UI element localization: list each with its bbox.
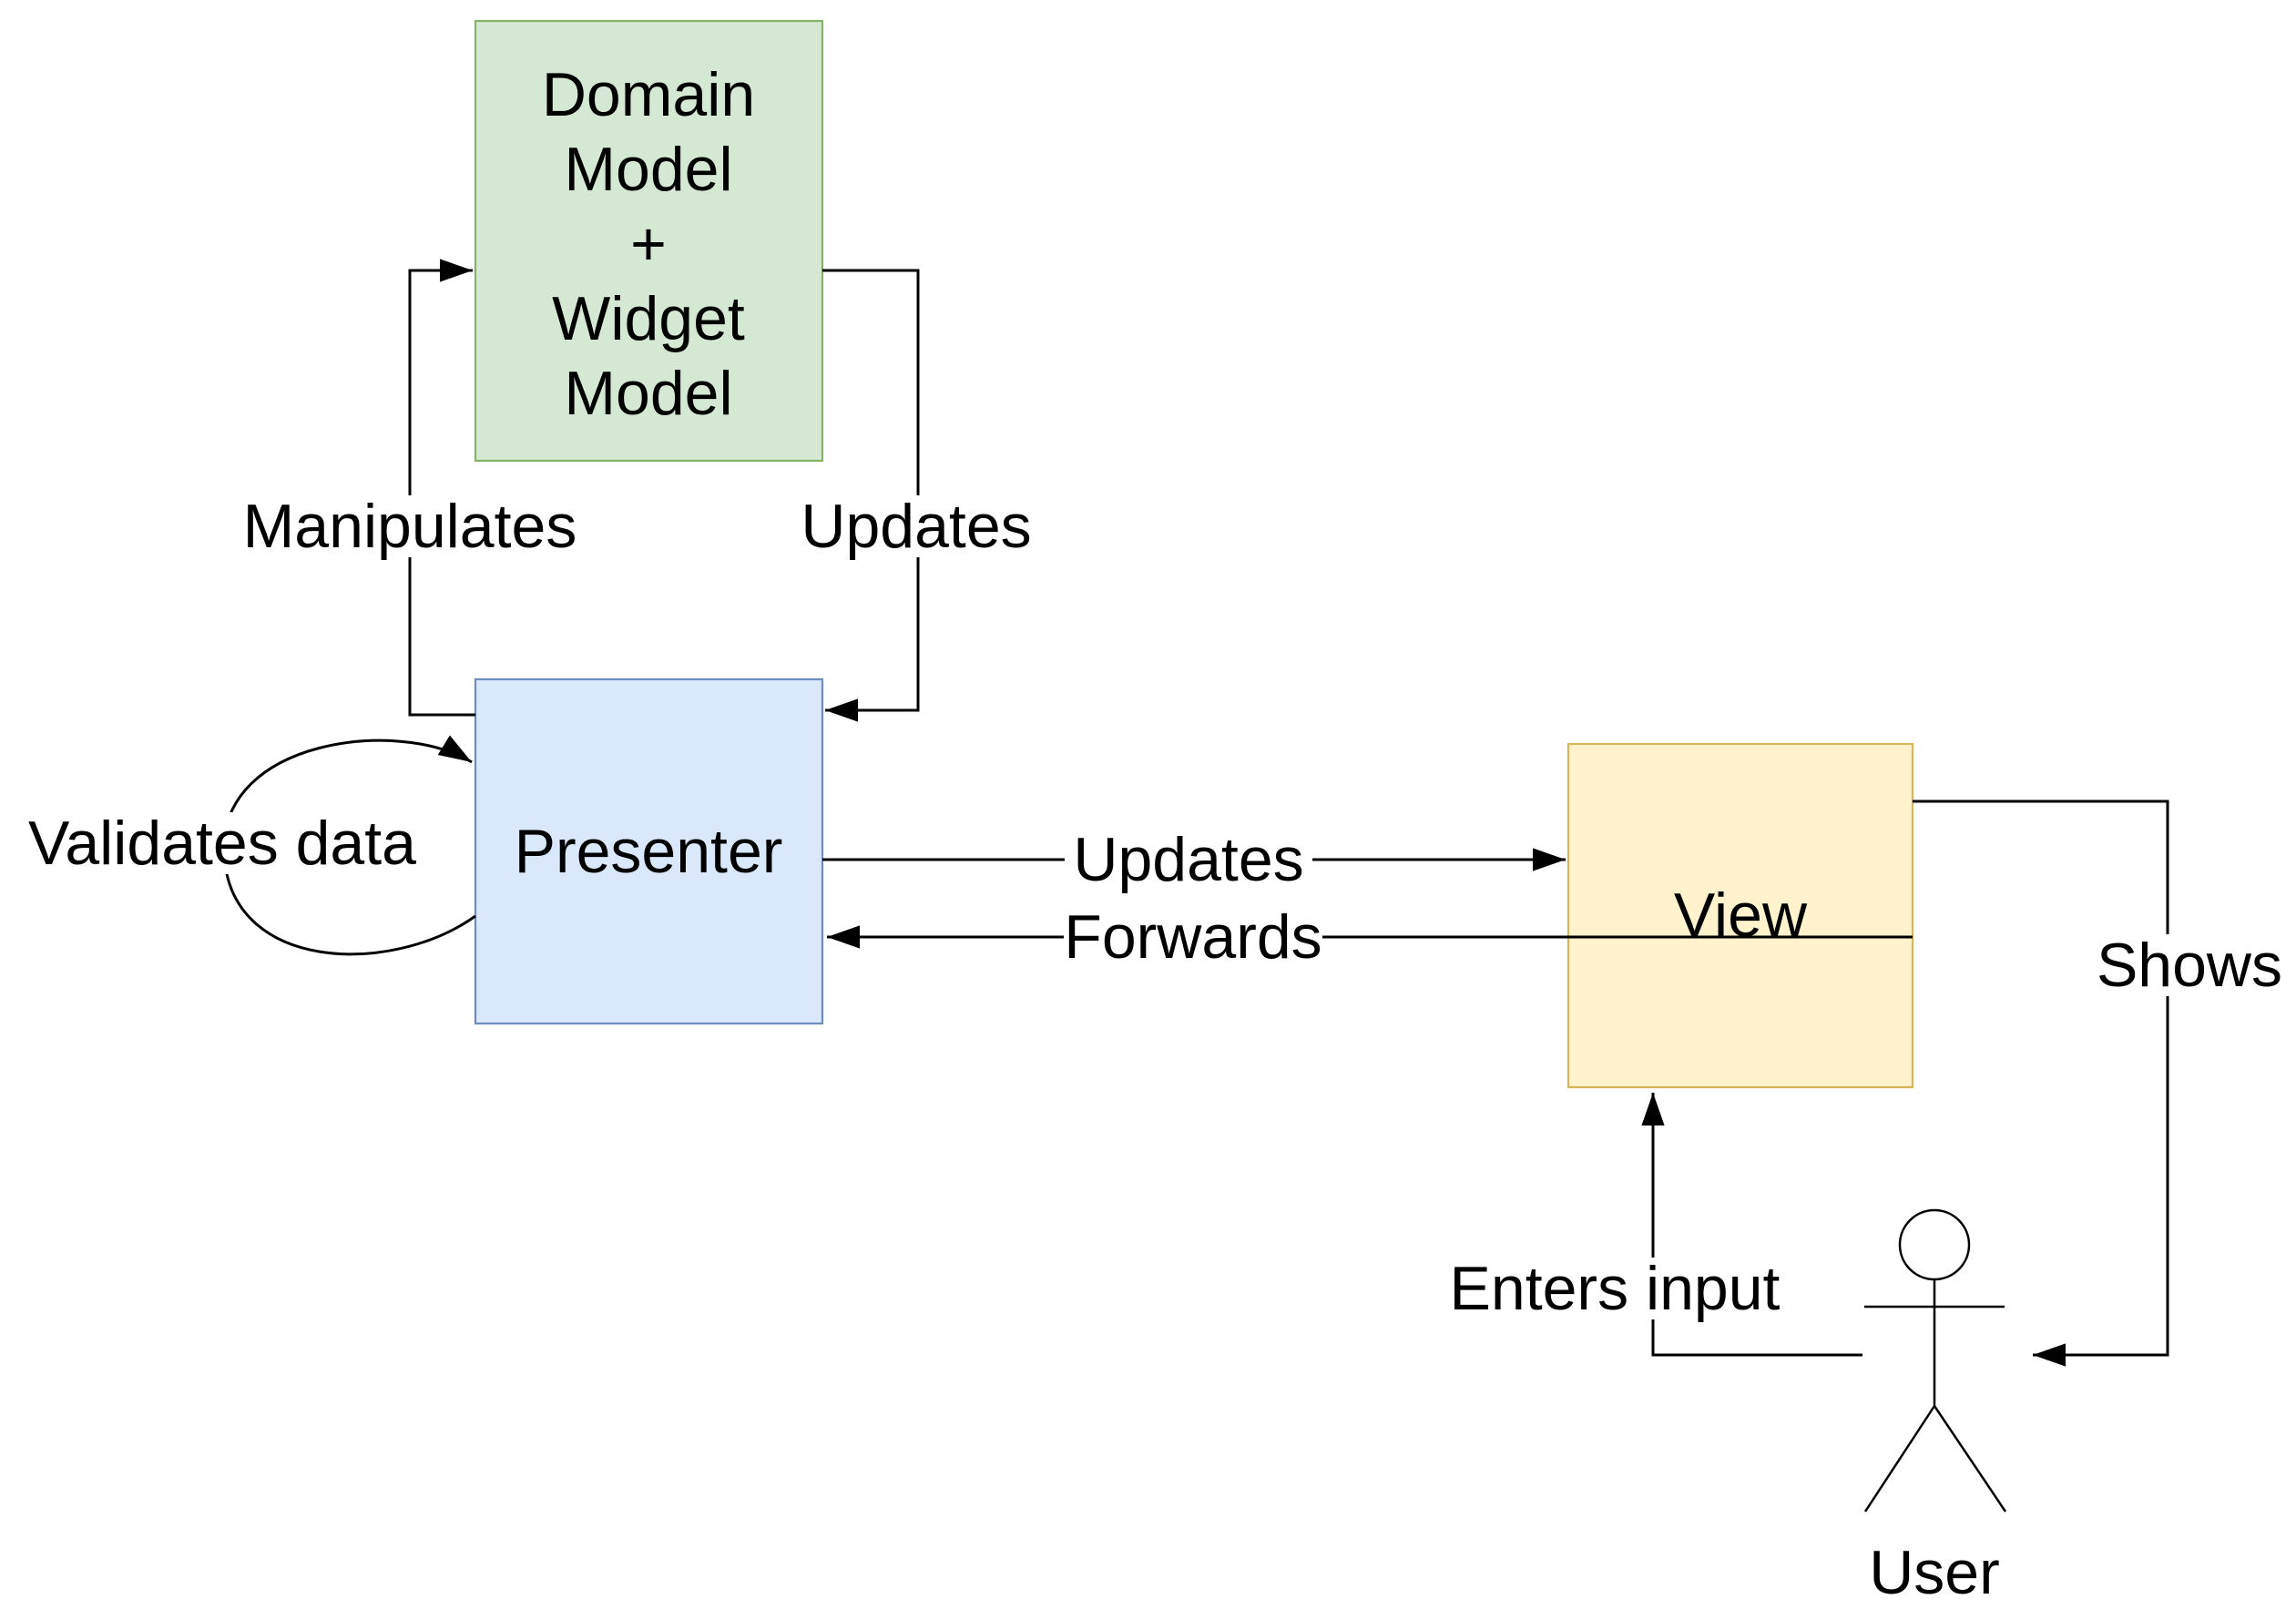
validates-data-label-bg [22, 812, 423, 874]
updates-model-arrow [822, 269, 920, 722]
updates-view-label: Updates [1073, 825, 1303, 894]
presenter-label: Presenter [515, 817, 783, 886]
domain-widget-model-label-line4: Widget [552, 284, 745, 353]
user-leg-left [1863, 1405, 1936, 1512]
shows-label: Shows [2097, 931, 2282, 1000]
domain-widget-model-label-line3: + [630, 209, 667, 279]
validates-data-label: Validates data [28, 809, 416, 878]
user-label: User [1869, 1538, 2000, 1599]
shows-arrow [1913, 800, 2169, 1367]
manipulates-label-bg [232, 495, 587, 557]
domain-widget-model-label-line1: Domain [542, 60, 755, 129]
updates-view-label-bg [1065, 829, 1312, 891]
user-leg-right [1933, 1405, 2007, 1512]
forwards-label-bg [1064, 906, 1322, 968]
presenter-node [474, 677, 824, 1025]
domain-widget-model-label-line5: Model [564, 359, 732, 428]
enters-input-label: Enters input [1450, 1254, 1781, 1323]
domain-widget-model-label-line2: Model [564, 135, 732, 204]
shows-label-bg [2091, 934, 2288, 996]
forwards-label: Forwards [1064, 902, 1321, 972]
user-head [1898, 1208, 1971, 1281]
manipulates-arrow [408, 259, 475, 717]
enters-input-label-bg [1442, 1258, 1788, 1319]
manipulates-label: Manipulates [243, 492, 577, 561]
user-actor: User [1863, 1208, 2007, 1599]
updates-model-label: Updates [801, 492, 1031, 561]
view-label: View [1674, 881, 1808, 950]
nodes-layer: Domain Model + Widget Model Presenter Vi… [474, 19, 1914, 1089]
view-node [1566, 742, 1914, 1089]
domain-widget-model-node [474, 19, 824, 463]
enters-input-arrow [1641, 1093, 1862, 1357]
updates-model-label-bg [792, 495, 1040, 557]
edge-labels-layer: Manipulates Updates Validates data Updat… [22, 492, 2288, 1323]
